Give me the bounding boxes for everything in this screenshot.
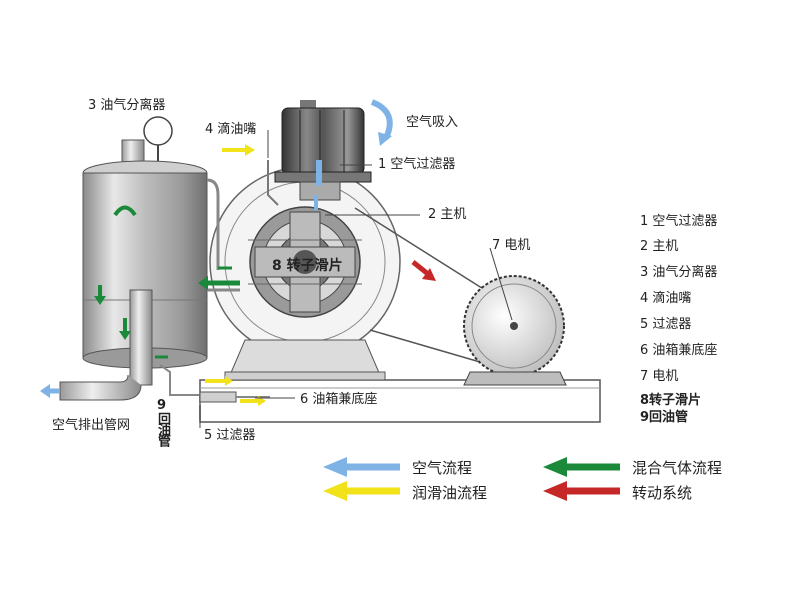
list-item: 6 油箱兼底座: [640, 343, 718, 358]
list-item: 8转子滑片: [640, 393, 702, 408]
piping: [159, 160, 279, 420]
label-motor: 7 电机: [492, 238, 531, 253]
label-oil-tank-base: 6 油箱兼底座: [300, 392, 378, 407]
label-filter: 5 过滤器: [204, 428, 256, 443]
list-item: 5 过滤器: [640, 317, 692, 332]
label-rotor-vane: 8 转子滑片: [272, 258, 343, 274]
oil-tank-base: [199, 379, 601, 423]
legend-drive-system: 转动系统: [632, 484, 693, 502]
list-item: 4 滴油嘴: [640, 291, 692, 306]
label-main-unit: 2 主机: [428, 207, 467, 222]
label-air-filter: 1 空气过滤器: [378, 157, 456, 172]
list-item: 7 电机: [640, 369, 679, 384]
motor: [354, 207, 567, 386]
list-item: 1 空气过滤器: [640, 214, 718, 229]
list-item: 3 油气分离器: [640, 265, 718, 280]
legend-air-flow: 空气流程: [412, 459, 473, 477]
list-item: 2 主机: [640, 239, 679, 254]
label-return-pipe-num: 9: [157, 398, 167, 413]
air-filter: [274, 100, 372, 201]
flow-arrows: [40, 99, 436, 406]
label-air-intake: 空气吸入: [406, 115, 459, 130]
label-oil-separator: 3 油气分离器: [88, 98, 166, 113]
label-air-exhaust: 空气排出管网: [52, 418, 131, 433]
legend-lube-oil-flow: 润滑油流程: [412, 484, 488, 502]
leader-lines: [199, 130, 513, 428]
legend-arrows: [323, 457, 620, 501]
list-item: 9回油管: [640, 410, 689, 425]
oil-separator: [59, 116, 208, 401]
label-return-pipe: 回油管: [155, 412, 170, 445]
label-oil-drip: 4 滴油嘴: [205, 122, 257, 137]
legend-mixed-gas-flow: 混合气体流程: [632, 459, 723, 477]
